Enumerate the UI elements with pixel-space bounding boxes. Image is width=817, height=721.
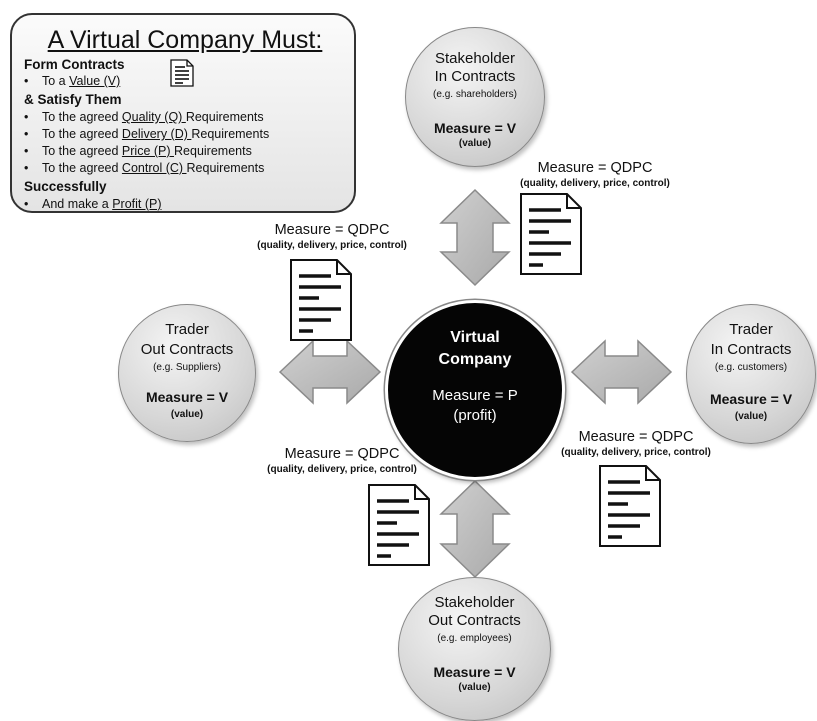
center-subtitle: Company [438, 351, 512, 368]
satisfy-heading: & Satisfy Them [24, 92, 122, 107]
requirement-quality: • To the agreed Quality (Q) Requirements [24, 111, 264, 124]
node-measure: Measure = V [709, 391, 793, 407]
link-detail: (quality, delivery, price, control) [257, 240, 407, 251]
node-value-note: (value) [170, 409, 204, 420]
node-example: (e.g. customers) [714, 362, 788, 373]
node-example: (e.g. shareholders) [433, 89, 517, 100]
document-icon-right [599, 465, 661, 547]
item-prefix: To the agreed [42, 144, 122, 158]
node-subtitle: Out Contracts [140, 341, 234, 358]
node-stakeholder-in: Stakeholder In Contracts (e.g. sharehold… [405, 27, 545, 167]
item-suffix: Requirements [174, 144, 252, 158]
item-prefix: To a [42, 74, 70, 88]
node-value-note: (value) [458, 138, 492, 149]
profit-term: Profit (P) [112, 197, 162, 211]
form-contracts-item: • To a Value (V) [24, 75, 120, 88]
node-example: (e.g. employees) [437, 633, 512, 644]
node-subtitle: In Contracts [434, 68, 516, 85]
node-subtitle: In Contracts [710, 341, 792, 358]
document-icon-small [170, 59, 194, 87]
bullet: • [24, 74, 29, 88]
quality-term: Quality (Q) [121, 110, 186, 124]
link-measure: Measure = QDPC [537, 160, 653, 176]
info-box-title: A Virtual Company Must: [47, 26, 323, 54]
node-stakeholder-out: Stakeholder Out Contracts (e.g. employee… [398, 577, 551, 721]
link-label-top: Measure = QDPC (quality, delivery, price… [500, 159, 690, 190]
bullet: • [24, 127, 29, 141]
link-measure: Measure = QDPC [274, 222, 390, 238]
requirement-delivery: • To the agreed Delivery (D) Requirements [24, 128, 269, 141]
node-trader-out: Trader Out Contracts (e.g. Suppliers) Me… [118, 304, 256, 442]
price-term: Price (P) [121, 144, 175, 158]
requirement-price: • To the agreed Price (P) Requirements [24, 145, 252, 158]
requirement-control: • To the agreed Control (C) Requirements [24, 162, 264, 175]
virtual-company-node: Virtual Company Measure = P (profit) [385, 300, 565, 480]
profit-item: • And make a Profit (P) [24, 198, 162, 211]
node-value-note: (value) [458, 682, 491, 693]
successfully-heading: Successfully [24, 179, 107, 194]
double-arrow-icon-right [570, 339, 673, 405]
link-measure: Measure = QDPC [578, 429, 694, 445]
info-box: A Virtual Company Must: Form Contracts •… [10, 13, 356, 213]
control-term: Control (C) [121, 161, 187, 175]
delivery-term: Delivery (D) [121, 127, 192, 141]
form-contracts-heading: Form Contracts [24, 57, 125, 72]
item-prefix: And make a [42, 197, 113, 211]
center-measure: Measure = P [432, 387, 518, 404]
value-term: Value (V) [69, 74, 121, 88]
link-label-bottom: Measure = QDPC (quality, delivery, price… [244, 445, 440, 476]
node-title: Trader [729, 321, 773, 338]
item-suffix: Requirements [186, 161, 265, 175]
node-trader-in: Trader In Contracts (e.g. customers) Mea… [686, 304, 816, 444]
item-prefix: To the agreed [42, 110, 122, 124]
double-arrow-icon-left [278, 339, 382, 405]
link-detail: (quality, delivery, price, control) [267, 464, 417, 475]
bullet: • [24, 144, 29, 158]
node-measure: Measure = V [145, 389, 229, 405]
bullet: • [24, 110, 29, 124]
item-prefix: To the agreed [42, 161, 122, 175]
document-icon-top [520, 193, 582, 275]
link-label-right: Measure = QDPC (quality, delivery, price… [538, 428, 734, 459]
node-title: Stakeholder [434, 594, 515, 611]
center-measure-note: (profit) [453, 407, 497, 424]
node-title: Stakeholder [434, 50, 516, 67]
link-detail: (quality, delivery, price, control) [561, 447, 711, 458]
node-measure: Measure = V [433, 664, 516, 680]
item-prefix: To the agreed [42, 127, 122, 141]
double-arrow-icon-top [439, 188, 511, 287]
node-subtitle: Out Contracts [428, 612, 521, 629]
document-icon-bottom [368, 484, 430, 566]
node-example: (e.g. Suppliers) [153, 362, 221, 373]
bullet: • [24, 197, 29, 211]
link-label-left: Measure = QDPC (quality, delivery, price… [234, 221, 430, 252]
document-icon-left [290, 259, 352, 341]
center-title: Virtual [450, 329, 500, 346]
link-measure: Measure = QDPC [284, 446, 400, 462]
item-suffix: Requirements [191, 127, 270, 141]
bullet: • [24, 161, 29, 175]
item-suffix: Requirements [185, 110, 264, 124]
node-value-note: (value) [734, 411, 768, 422]
node-title: Trader [165, 321, 209, 338]
link-detail: (quality, delivery, price, control) [520, 178, 670, 189]
double-arrow-icon-bottom [439, 479, 511, 579]
node-measure: Measure = V [433, 120, 517, 136]
